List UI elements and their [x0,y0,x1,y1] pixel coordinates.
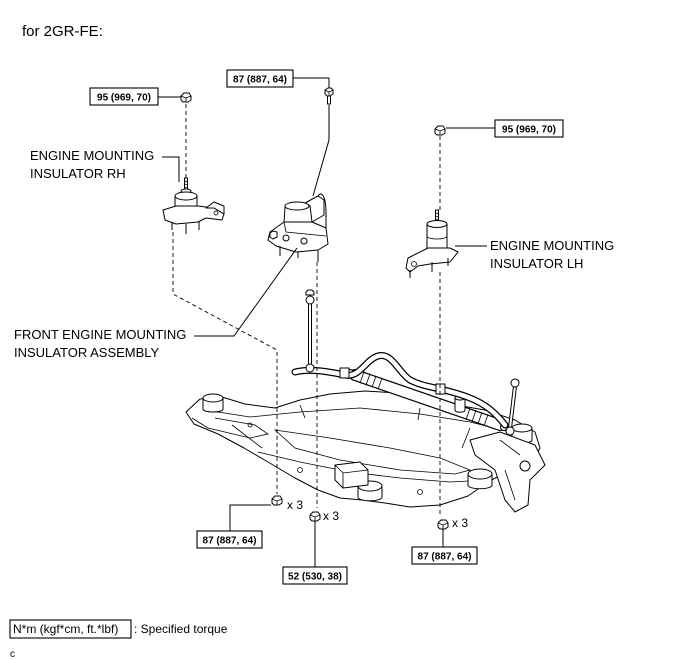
label-lh-insulator-line2: INSULATOR LH [490,256,583,271]
crossmember-bushing-rear-left [202,393,224,413]
leader-rh-bottom-nut [229,504,271,531]
torque-value: 87 (887, 64) [203,536,257,547]
torque-value: 95 (969, 70) [502,125,556,136]
quantity-front: x 3 [323,509,339,523]
torque-value: 95 (969, 70) [97,93,151,104]
torque-box-lh-bottom-nut: 87 (887, 64) [411,546,478,565]
torque-box-rh-bottom-nut: 87 (887, 64) [196,530,263,549]
nut-icon [309,511,321,522]
engine-mounting-insulator-rh [162,177,225,234]
nut-icon [434,125,446,136]
label-rh-insulator-line1: ENGINE MOUNTING [30,148,154,163]
label-front-insulator-line1: FRONT ENGINE MOUNTING [14,327,186,342]
front-suspension-crossmember [185,390,541,508]
torque-value: 52 (530, 38) [288,572,342,583]
engine-mount-seat [334,461,369,489]
stabilizer-link-left [305,289,315,373]
alignment-line-rh-bottom [172,232,278,494]
torque-box-front-bottom-nut: 52 (530, 38) [282,566,348,585]
lower-arm-right [469,431,546,513]
front-engine-mounting-insulator [267,193,329,262]
legend-unit-box [9,619,132,639]
label-lh-insulator-line1: ENGINE MOUNTING [490,238,614,253]
quantity-lh: x 3 [452,516,468,530]
stabilizer-link-right [505,378,520,436]
bolt-icon [324,87,334,105]
stabilizer-bar [291,352,509,429]
nut-icon [180,92,192,103]
label-rh-insulator-line2: INSULATOR RH [30,166,126,181]
engine-mounting-insulator-lh [405,209,459,278]
torque-box-rh-top-nut: 95 (969, 70) [89,87,159,106]
torque-value: 87 (887, 64) [418,552,472,563]
quantity-rh: x 3 [287,498,303,512]
torque-box-lh-top-nut: 95 (969, 70) [494,119,564,138]
legend: N*m (kgf*cm, ft.*lbf) : Specified torque [9,619,228,639]
figure-code: c [10,649,15,660]
legend-description: : Specified torque [134,622,228,636]
torque-box-front-top-bolt: 87 (887, 64) [226,69,294,88]
leader-front-top-bolt [312,105,330,197]
page-title: for 2GR-FE: [22,23,103,40]
nut-icon [437,519,449,530]
torque-value: 87 (887, 64) [233,75,287,86]
nut-icon [271,495,283,506]
leader-rh-label [162,156,180,182]
leader-front-top-box [293,77,330,88]
crossmember-bushing-front-right [467,468,493,490]
label-front-insulator-line2: INSULATOR ASSEMBLY [14,345,160,360]
leader-front-label [194,247,298,337]
legend-unit-text: N*m (kgf*cm, ft.*lbf) [13,622,118,636]
